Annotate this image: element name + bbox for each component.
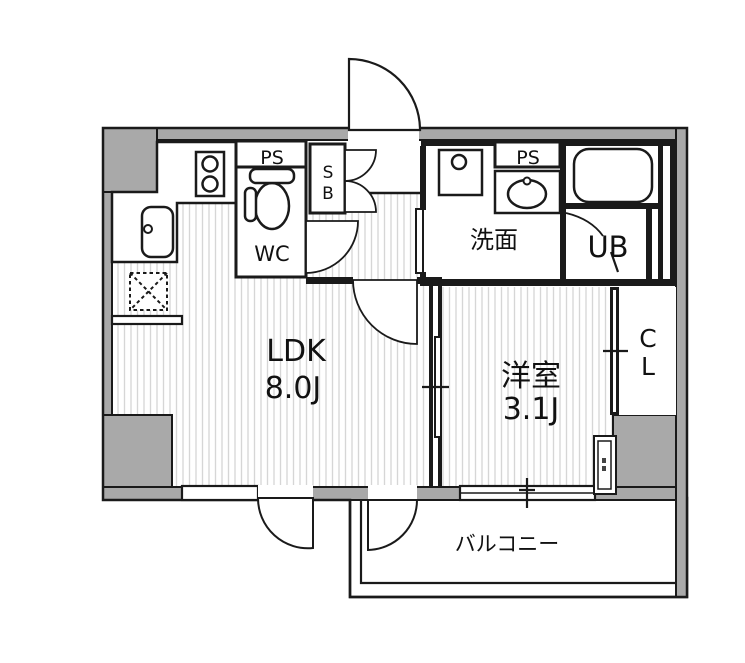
wall-right (675, 127, 688, 598)
unit-bath-label: UB (587, 230, 628, 264)
water-heater-inner (597, 440, 612, 490)
partition-wall-ldk-side (429, 283, 433, 488)
western-room-area-label: 3.1J (503, 392, 560, 427)
ldk-window (180, 484, 260, 502)
unit-bath-right-wall (646, 209, 652, 286)
western-room-label: 洋室 (501, 359, 561, 394)
terrace-door-swing (256, 497, 314, 550)
bathtub-icon (572, 147, 654, 204)
unit-bath-door-leaf (609, 251, 620, 273)
balcony-label: バルコニー (455, 532, 560, 556)
western-room-top-wall (420, 279, 676, 286)
balcony-door-swing (367, 499, 419, 552)
washroom-left-wall-lower (420, 272, 426, 280)
outer-perimeter (101, 126, 689, 599)
ldk-area-label: 8.0J (265, 371, 322, 406)
hallway-door-swing (352, 279, 418, 345)
wc-door-swing (305, 220, 359, 274)
water-heater-mark-2 (602, 466, 606, 471)
partition-wall-upper (438, 283, 442, 339)
hall-ldk-wall-left (306, 277, 353, 284)
wc-label: WC (254, 242, 289, 266)
refrigerator-space-cross (129, 272, 168, 311)
toilet-bowl-icon (253, 181, 291, 231)
toilet-armrest-icon (243, 186, 258, 223)
ldk-floor (112, 203, 431, 487)
toilet-tank-icon (248, 167, 296, 185)
water-heater-mark-1 (602, 458, 606, 463)
closet-label-line1: C (639, 324, 656, 353)
pipe-space-kitchen-label: PS (260, 147, 284, 169)
wall-corner-top-left (102, 127, 158, 193)
basin-faucet (522, 176, 532, 186)
shoe-box (308, 142, 347, 215)
closet-label-line2: L (641, 352, 655, 381)
wall-block-below-closet (612, 414, 677, 501)
western-room-floor (442, 287, 612, 487)
pipe-space-washroom-label: PS (516, 147, 540, 169)
bath-washroom-wall (560, 141, 566, 285)
unit-bath-door-swing (565, 212, 604, 237)
washroom-label: 洗面 (470, 226, 518, 254)
bath-duct-wall-outer (670, 140, 675, 286)
sliding-window-center-mark (519, 478, 535, 508)
stove-burner-bottom (201, 175, 219, 193)
pipe-space-washroom-box (493, 140, 562, 169)
entrance-door-swing (347, 57, 422, 132)
partition-wall-lower (438, 436, 442, 488)
shoe-box-label-line1: S (323, 163, 334, 183)
bath-duct-wall-inner (658, 140, 663, 286)
closet-area (619, 287, 676, 415)
sink-drain (143, 224, 153, 234)
closet-wall-cap-bottom (610, 412, 619, 415)
washroom-sliding-door (415, 208, 424, 274)
washer-pan-drain (450, 153, 468, 171)
ldk-label: LDK (266, 334, 327, 369)
closet-wall-cap-top (610, 287, 619, 290)
balcony-inner-rail-line (359, 500, 676, 585)
wall-corner-bottom-left (102, 414, 173, 501)
shoe-box-door-bottom-swing (344, 180, 377, 213)
unit-bath-top-wall (566, 203, 660, 209)
shoe-box-label-line2: B (322, 184, 334, 204)
balcony-door-opening (368, 485, 417, 502)
kitchen-sink-icon (140, 205, 175, 259)
stove-burner-top (201, 155, 219, 173)
kitchen-counter-edge (110, 314, 184, 326)
washroom-left-wall-upper (420, 146, 426, 210)
